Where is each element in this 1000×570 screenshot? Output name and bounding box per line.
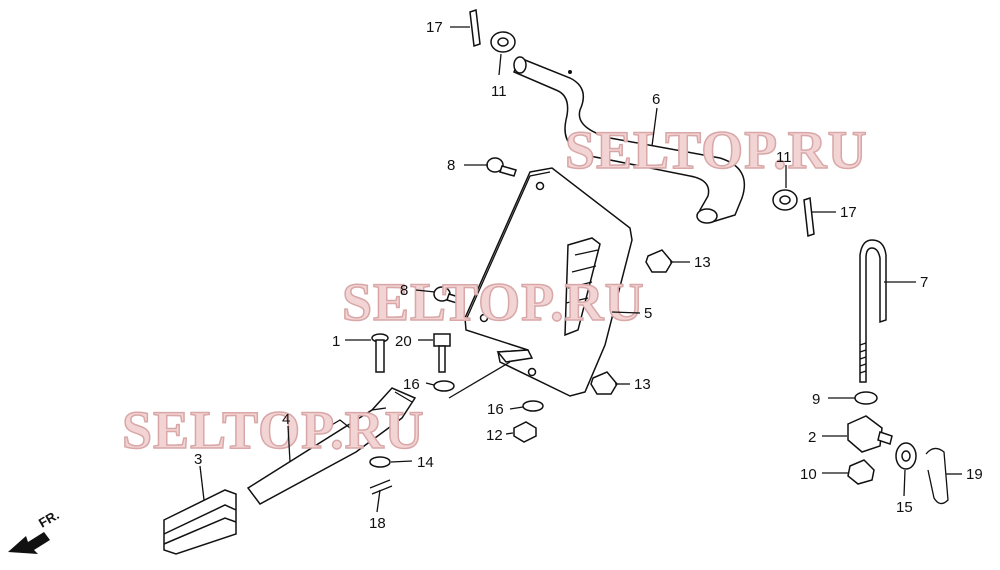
front-direction-arrow-icon — [8, 532, 50, 554]
callout-4: 4 — [282, 411, 290, 428]
callout-9: 9 — [812, 391, 820, 408]
callout-19: 19 — [966, 466, 983, 483]
callout-8: 8 — [400, 282, 408, 299]
callout-10: 10 — [800, 466, 817, 483]
callout-16: 16 — [403, 376, 420, 393]
handle-tube-part — [513, 56, 746, 224]
callout-18: 18 — [369, 515, 386, 532]
callout-2: 2 — [808, 429, 816, 446]
callout-17: 17 — [426, 19, 443, 36]
front-direction-label: FR. — [36, 507, 62, 530]
callout-8: 8 — [447, 157, 455, 174]
watermark: SELTOP.RU — [122, 400, 425, 460]
callout-16: 16 — [487, 401, 504, 418]
watermark: SELTOP.RU — [565, 120, 868, 180]
callout-3: 3 — [194, 451, 202, 468]
callout-20: 20 — [395, 333, 412, 350]
lever-part — [246, 387, 417, 505]
callout-1: 1 — [332, 333, 340, 350]
u-bolt-rod-part — [859, 239, 887, 383]
hardware-parts — [369, 8, 949, 505]
callout-11: 11 — [776, 149, 792, 166]
watermark: SELTOP.RU — [342, 272, 645, 332]
callout-17: 17 — [840, 204, 857, 221]
grip-part — [163, 489, 237, 555]
callout-13: 13 — [634, 376, 651, 393]
callout-14: 14 — [417, 454, 434, 471]
leader-lines — [199, 26, 962, 513]
callout-6: 6 — [652, 91, 660, 108]
callout-labels: 17 11 6 8 11 17 13 7 8 5 1 20 16 13 9 16… — [194, 19, 983, 532]
bracket-plate-part — [464, 167, 633, 397]
callout-15: 15 — [896, 499, 913, 516]
callout-7: 7 — [920, 274, 928, 291]
callout-11: 11 — [491, 83, 507, 100]
callout-13: 13 — [694, 254, 711, 271]
callout-12: 12 — [486, 427, 503, 444]
callout-5: 5 — [644, 305, 652, 322]
